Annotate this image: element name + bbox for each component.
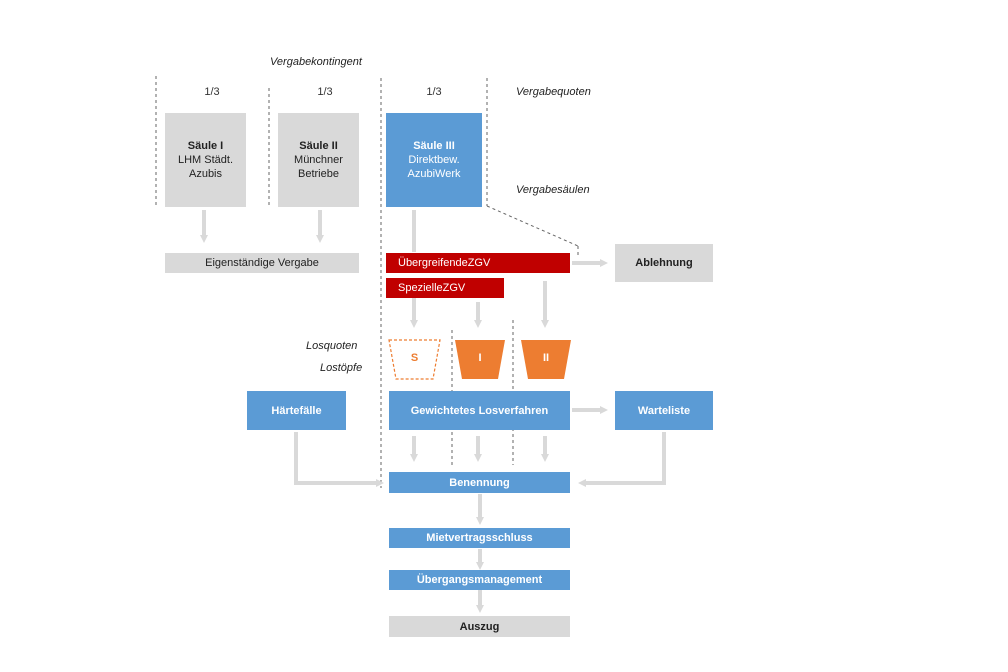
label-vergabesaeulen: Vergabesäulen	[516, 184, 590, 196]
label-vergabequoten: Vergabequoten	[516, 86, 591, 98]
uebergang-label: Übergangsmanagement	[416, 574, 543, 586]
saeule-3-line1: Direktbew.	[408, 154, 460, 166]
pot-s-icon	[388, 339, 441, 380]
benennung-label: Benennung	[449, 476, 510, 489]
saeule-3-box: Säule III Direktbew. AzubiWerk	[386, 113, 482, 207]
pot-i-icon	[455, 340, 505, 379]
haertefaelle-label: Härtefälle	[271, 404, 322, 417]
pot-s-label: S	[410, 352, 419, 364]
pot-ii-icon	[521, 340, 571, 379]
saeule-1-title: Säule I	[187, 140, 224, 152]
ablehnung-label: Ablehnung	[635, 257, 693, 269]
label-vergabekontingent: Vergabekontingent	[270, 56, 362, 68]
lottery-pots	[388, 339, 571, 380]
ablehnung-box: Ablehnung	[615, 244, 713, 282]
mietvertrag-box: Mietvertragsschluss	[389, 528, 570, 548]
saeule-2-line1: Münchner	[294, 154, 343, 166]
warteliste-box: Warteliste	[615, 391, 713, 430]
pot-ii-label: II	[542, 352, 550, 364]
quota-saeule-2: 1/3	[317, 86, 333, 98]
flow-arrows	[200, 210, 666, 613]
uebergang-box: Übergangsmanagement	[389, 570, 570, 590]
eigenstaendige-vergabe-box: Eigenständige Vergabe	[165, 253, 359, 273]
auszug-label: Auszug	[459, 620, 500, 633]
quota-saeule-3: 1/3	[426, 86, 442, 98]
spezielle-zgv-box: SpezielleZGV	[386, 278, 504, 298]
saeule-1-line2: Azubis	[188, 168, 223, 180]
pot-i-label: I	[478, 352, 482, 364]
quota-saeule-1: 1/3	[204, 86, 220, 98]
label-lostoepfe: Lostöpfe	[320, 362, 363, 374]
losverfahren-box: Gewichtetes Losverfahren	[389, 391, 570, 430]
saeule-3-line2: AzubiWerk	[407, 168, 461, 180]
label-losquoten: Losquoten	[306, 340, 358, 352]
saeule-2-title: Säule II	[299, 140, 338, 152]
benennung-box: Benennung	[389, 472, 570, 493]
uebergreifende-zgv-box: ÜbergreifendeZGV	[386, 253, 570, 273]
saeule-1-line1: LHM Städt.	[177, 154, 234, 166]
warteliste-label: Warteliste	[637, 404, 691, 417]
saeule-1-box: Säule I LHM Städt. Azubis	[165, 113, 246, 207]
haertefaelle-box: Härtefälle	[247, 391, 346, 430]
losverfahren-label: Gewichtetes Losverfahren	[410, 404, 549, 417]
mietvertrag-label: Mietvertragsschluss	[426, 532, 533, 544]
saeule-2-line2: Betriebe	[298, 168, 339, 180]
auszug-box: Auszug	[389, 616, 570, 637]
saeule-3-title: Säule III	[413, 140, 455, 152]
saeule-2-box: Säule II Münchner Betriebe	[278, 113, 359, 207]
